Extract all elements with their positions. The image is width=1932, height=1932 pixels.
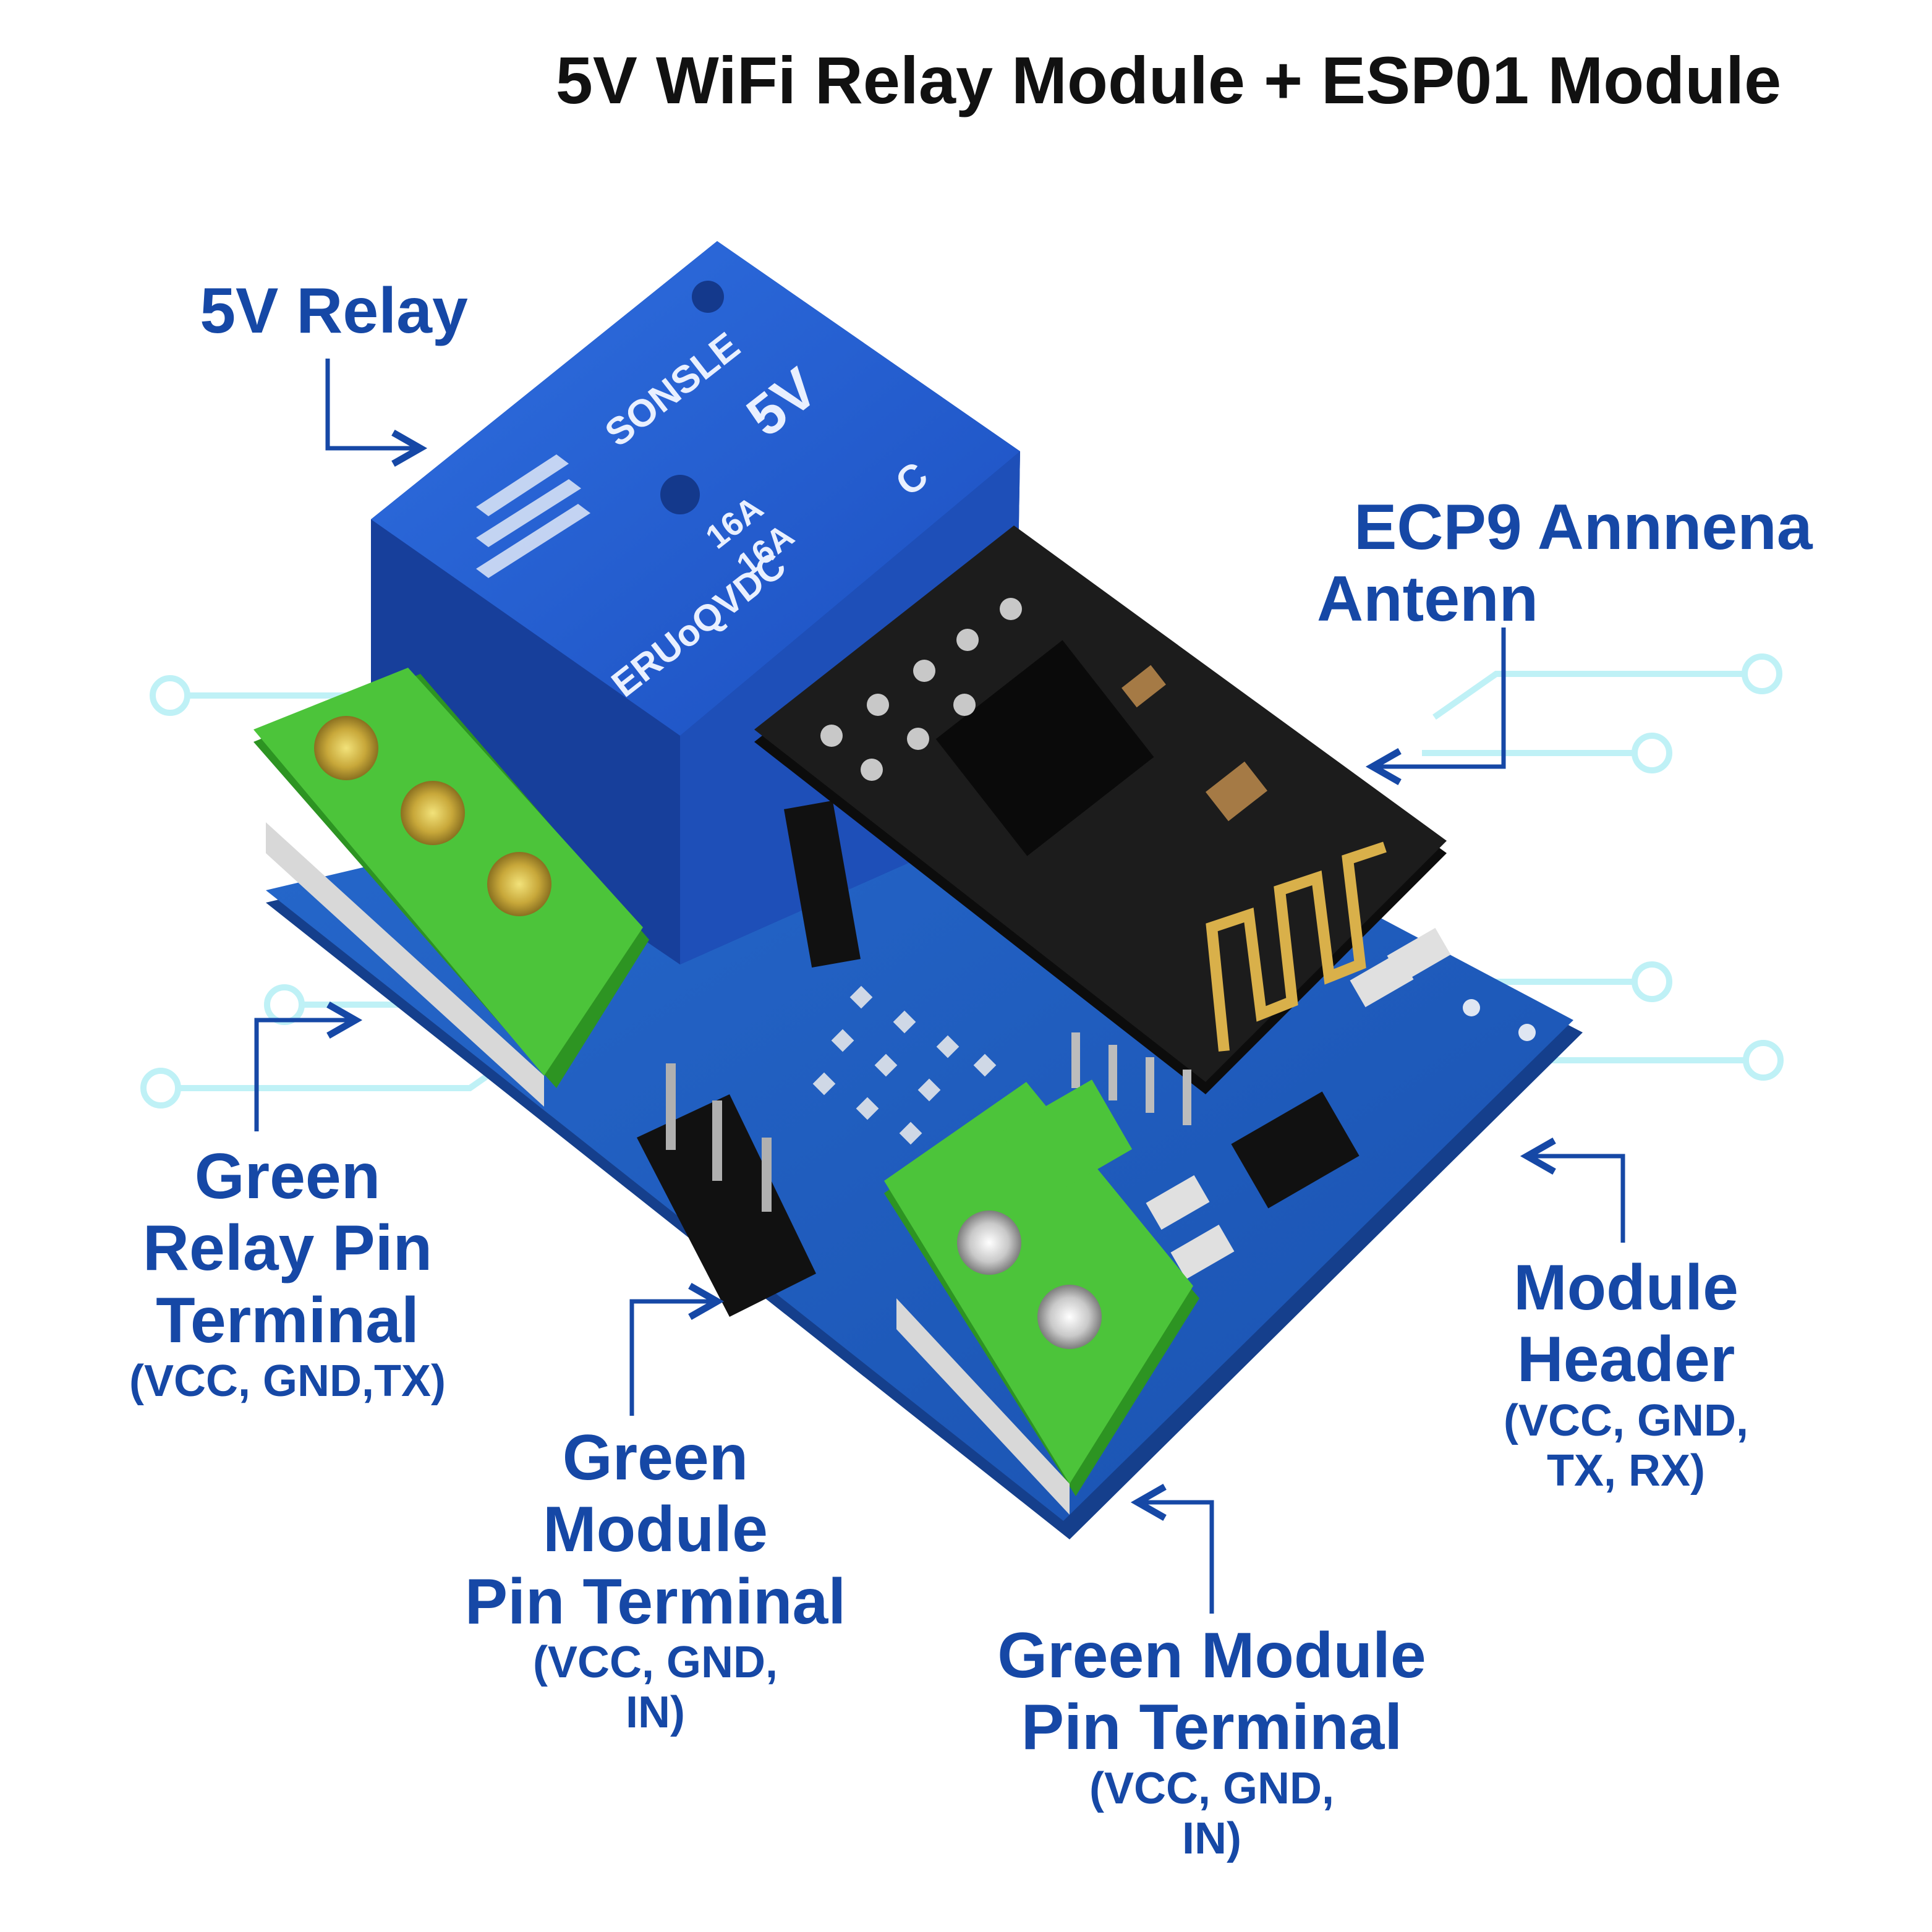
relay-terminal-block xyxy=(253,668,649,1107)
esp01-module xyxy=(754,526,1447,1125)
callout-arrows xyxy=(254,359,1625,1614)
callout-module-header-sub2: TX, RX) xyxy=(1546,1445,1705,1496)
callout-relay: 5V Relay xyxy=(161,275,507,347)
callout-module-pin-terminal-2-line2: Pin Terminal xyxy=(1021,1692,1403,1764)
callout-module-pin-terminal-line2: Module xyxy=(543,1494,768,1566)
module-pin-terminal-2-arrow xyxy=(1130,1484,1214,1614)
module-pin-terminal-arrow xyxy=(629,1283,725,1416)
callout-module-pin-terminal-2-sub1: (VCC, GND, xyxy=(1089,1763,1334,1813)
screw-1 xyxy=(314,716,378,780)
solder-pad-grid xyxy=(812,985,997,1145)
callout-module-pin-terminal-sub1: (VCC, GND, xyxy=(533,1638,778,1688)
screw-4 xyxy=(957,1211,1021,1275)
callout-module-pin-terminal-sub2: IN) xyxy=(626,1688,685,1738)
callout-module-pin-terminal-2: Green Module Pin Terminal (VCC, GND, IN) xyxy=(964,1620,1459,1863)
callout-relay-terminal-line1: Green xyxy=(194,1141,381,1212)
callout-module-header: Module Header (VCC, GND, TX, RX) xyxy=(1434,1252,1818,1496)
callout-module-header-line1: Module xyxy=(1513,1252,1738,1324)
module-header-arrow xyxy=(1520,1138,1625,1243)
callout-relay-terminal-line3: Terminal xyxy=(156,1284,419,1356)
callout-module-pin-terminal-line1: Green xyxy=(562,1422,749,1494)
module-terminal-block xyxy=(884,1079,1199,1515)
antenna-arrow xyxy=(1365,628,1506,785)
callout-relay-terminal-sub: (VCC, GND,TX) xyxy=(129,1356,446,1406)
callout-relay-terminal-line2: Relay Pin xyxy=(142,1212,433,1285)
callout-module-pin-terminal-2-line1: Green Module xyxy=(997,1620,1426,1692)
screw-5 xyxy=(1037,1285,1102,1349)
callout-relay-terminal: Green Relay Pin Terminal (VCC, GND,TX) xyxy=(74,1141,501,1406)
esp01-header-pins xyxy=(820,598,1022,781)
callout-module-pin-terminal-line3: Pin Terminal xyxy=(464,1565,846,1638)
page-title: 5V WiFi Relay Module + ESP01 Module xyxy=(555,43,1782,117)
relay-terminal-arrow xyxy=(254,1002,363,1131)
callout-antenna-line1: ECP9 Annnena xyxy=(1354,492,1813,563)
callout-module-header-sub1: (VCC, GND, xyxy=(1504,1395,1748,1445)
callout-relay-label: 5V Relay xyxy=(200,275,468,347)
callout-module-pin-terminal: Green Module Pin Terminal (VCC, GND, IN) xyxy=(433,1422,878,1738)
pcb-antenna-trace xyxy=(1206,841,1387,1052)
callout-antenna: ECP9 Annnena Antenn xyxy=(1317,492,1842,636)
relay-arrow xyxy=(325,359,428,467)
screw-3 xyxy=(487,852,551,916)
esp01-bent-pins xyxy=(1071,1032,1191,1125)
callout-module-pin-terminal-2-sub2: IN) xyxy=(1182,1813,1241,1863)
screw-2 xyxy=(401,781,465,845)
smd-components xyxy=(1146,927,1451,1280)
callout-module-header-line2: Header xyxy=(1517,1324,1735,1396)
three-pin-header xyxy=(637,1063,816,1317)
callout-antenna-line2: Antenn xyxy=(1317,563,1539,636)
